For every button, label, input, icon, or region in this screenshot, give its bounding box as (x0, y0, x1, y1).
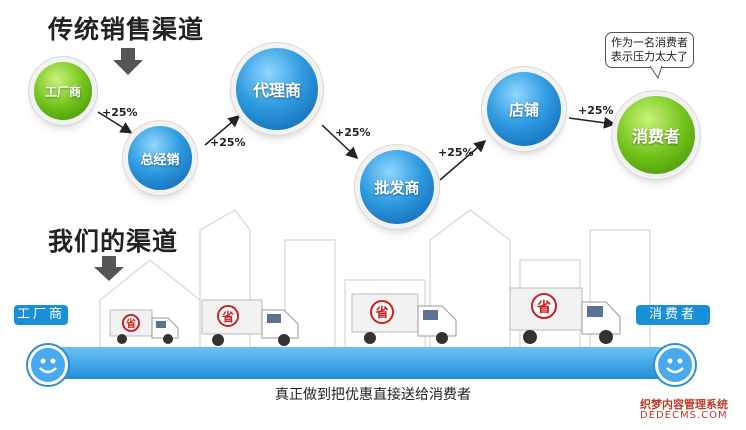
truck-small: 省 (109, 309, 179, 344)
node-label: 店铺 (508, 100, 539, 119)
flow-arrows (97, 111, 616, 181)
bubble-line-2: 表示压力太大了 (611, 50, 688, 63)
truck-xlarge: 省 (509, 287, 621, 344)
down-arrow-icon (113, 48, 143, 75)
direct-channel-bar (38, 347, 678, 379)
node-label: 代理商 (252, 81, 301, 100)
smiley-end-icon (655, 345, 695, 385)
node-consumer: 消费者 (617, 96, 695, 174)
smiley-start-icon (28, 345, 68, 385)
truck-badge: 省 (374, 305, 388, 321)
node-store: 店铺 (487, 72, 561, 146)
truck-badge: 省 (125, 317, 136, 330)
markup-label: +25% (578, 104, 614, 117)
node-wholesaler: 批发商 (360, 150, 434, 224)
truck-badge: 省 (221, 309, 234, 324)
start-label-factory: 工厂商 (14, 305, 68, 325)
markup-label: +25% (210, 136, 246, 149)
consumer-speech-bubble: 作为一名消费者 表示压力太大了 (605, 32, 694, 68)
node-agent: 代理商 (236, 48, 318, 130)
node-label: 总经销 (140, 152, 180, 168)
node-label: 工厂商 (44, 84, 81, 99)
bubble-tail (650, 66, 663, 80)
watermark-line-1: 织梦内容管理系统 (640, 398, 728, 411)
markup-label: +25% (335, 126, 371, 139)
node-label: 批发商 (374, 178, 420, 197)
node-factory: 工厂商 (34, 62, 92, 120)
our-channel-heading: 我们的渠道 (48, 227, 179, 256)
markup-label: +25% (102, 106, 138, 119)
truck-badge: 省 (536, 299, 551, 316)
bubble-line-1: 作为一名消费者 (611, 36, 688, 49)
traditional-heading: 传统销售渠道 (48, 15, 205, 44)
node-label: 消费者 (631, 127, 680, 146)
node-general-distributor: 总经销 (128, 126, 192, 190)
end-label-consumer: 消费者 (636, 305, 710, 325)
markup-label: +25% (438, 146, 474, 159)
down-arrow-icon (94, 256, 124, 281)
smiley-face-icon (39, 358, 57, 374)
truck-large: 省 (351, 293, 457, 344)
truck-medium: 省 (201, 299, 299, 346)
watermark-line-2: DEDECMS.COM (640, 410, 728, 421)
smiley-face-icon (666, 358, 684, 374)
bar-caption: 真正做到把优惠直接送给消费者 (275, 387, 471, 403)
